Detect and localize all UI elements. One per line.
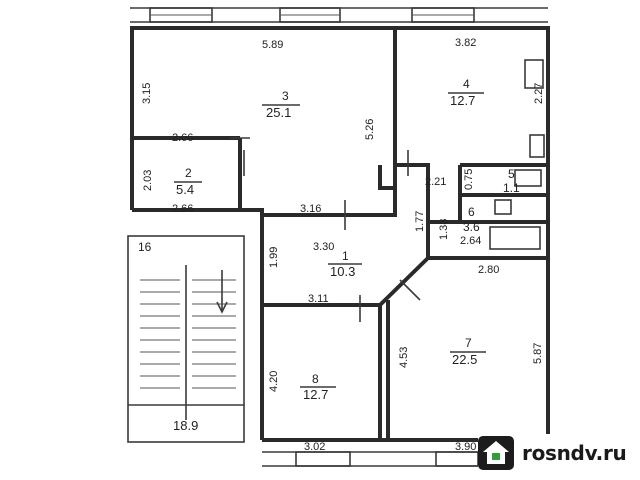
top-window-strip [130,7,548,23]
stairwell [127,235,245,443]
dim-label: 5.26 [364,119,376,140]
stairwell-number: 16 [138,240,152,254]
dimension-labels: 5.89 3.82 3.15 2.27 5.26 2.66 2.03 2.66 … [141,37,545,453]
stairwell-area: 18.9 [173,418,198,433]
room-labels: 3 25.1 4 12.7 2 5.4 5 1.1 6 3.6 1 10.3 7… [138,77,520,433]
bottom-window-strip [262,451,479,467]
outer-walls [130,26,550,442]
room-6-area: 3.6 [463,220,480,234]
room-8-area: 12.7 [303,387,328,402]
room-2-area: 5.4 [176,182,194,197]
room-7-area: 22.5 [452,352,477,367]
room-4-number: 4 [463,77,470,91]
dim-label: 3.90 [455,441,476,453]
dim-label: 2.27 [533,83,545,104]
interior-walls [132,28,548,440]
room-5-area: 1.1 [503,181,520,195]
dim-label: 2.66 [172,203,193,215]
dim-label: 2.03 [142,170,154,191]
room-5-number: 5 [508,167,515,181]
watermark-badge: rosndv.ru [478,434,632,472]
door-marks [230,59,545,322]
dim-label: 1.38 [438,219,450,240]
dim-label: 2.21 [425,176,446,188]
dim-label: 2.66 [172,132,193,144]
dim-label: 2.64 [460,235,481,247]
dim-label: 2.80 [478,264,499,276]
dim-label: 3.30 [313,241,334,253]
room-6-number: 6 [468,205,475,219]
room-4-area: 12.7 [450,93,475,108]
house-icon [478,436,514,470]
dim-label: 3.15 [141,83,153,104]
dim-label: 0.75 [463,169,475,190]
room-8-number: 8 [312,372,319,386]
dim-label: 4.53 [398,347,410,368]
dim-label: 3.16 [300,203,321,215]
dim-label: 5.87 [532,343,544,364]
room-3-area: 25.1 [266,105,291,120]
room-1-area: 10.3 [330,264,355,279]
dim-label: 3.02 [304,441,325,453]
watermark-text: rosndv.ru [522,441,627,465]
dim-label: 5.89 [262,39,283,51]
dim-label: 1.77 [414,211,426,232]
dim-label: 3.82 [455,37,476,49]
dim-label: 4.20 [268,371,280,392]
room-1-number: 1 [342,249,349,263]
room-2-number: 2 [185,166,192,180]
dim-label: 3.11 [308,293,329,305]
dim-label: 1.99 [268,247,280,268]
room-7-number: 7 [465,336,472,350]
room-3-number: 3 [282,89,289,103]
